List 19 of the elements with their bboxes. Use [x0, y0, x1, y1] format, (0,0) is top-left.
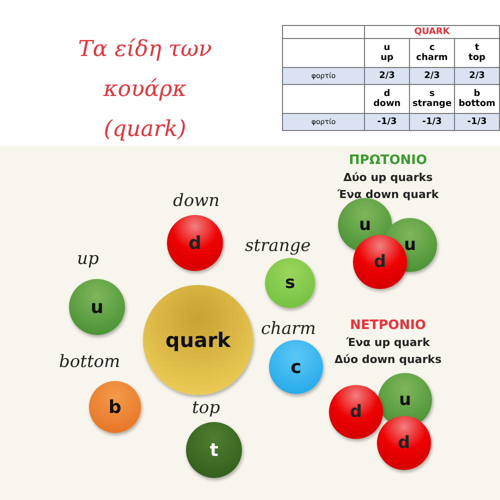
composition-text: Δύο up quarks — [342, 170, 434, 186]
charge-value: -1/3 — [454, 114, 500, 130]
composition-text: Ένα up quark — [345, 335, 431, 351]
particle-name: bottom — [59, 352, 120, 372]
charge-value: 2/3 — [454, 68, 500, 84]
charge-value: 2/3 — [364, 68, 410, 84]
particle-name: top — [192, 398, 220, 418]
particle-heading: ΠΡΩΤΟΝΙΟ — [348, 153, 428, 169]
table-header: QUARK — [364, 26, 500, 38]
title: Τα είδη των κουάρκ (quark) — [77, 36, 213, 144]
particle-name: up — [77, 249, 99, 269]
composition-text: Δύο down quarks — [334, 352, 442, 368]
particle-name: strange — [245, 236, 311, 256]
charge-value: 2/3 — [410, 68, 454, 84]
charge-value: -1/3 — [410, 114, 454, 130]
particle-heading: ΝΕΤΡΟΝΙΟ — [349, 318, 427, 334]
charge-value: -1/3 — [364, 114, 410, 130]
particle-name: down — [173, 191, 220, 211]
particle-name: charm — [261, 319, 316, 339]
